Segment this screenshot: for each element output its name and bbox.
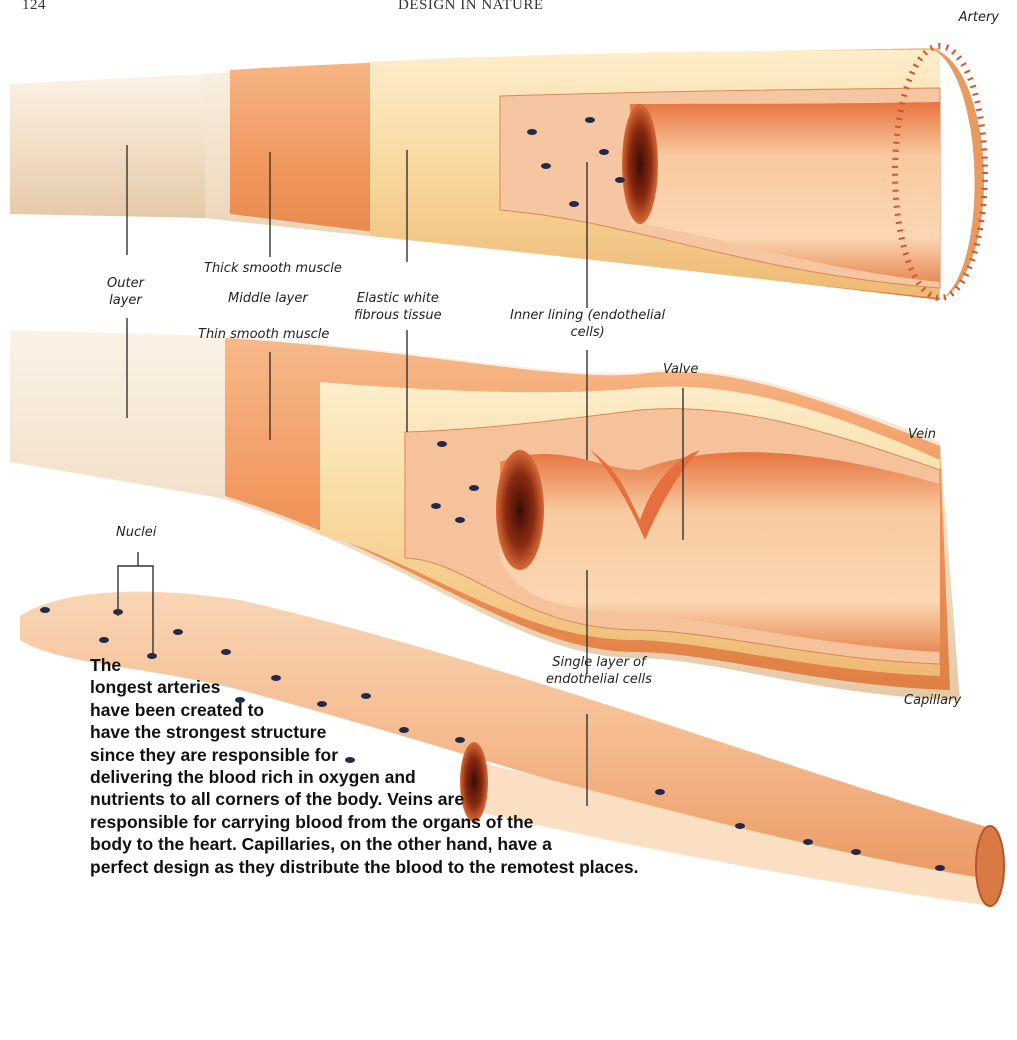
caption: The longest arteries have been created t… [90,654,770,878]
outer-layer-label: Outer layer [107,275,144,309]
caption-line: The [90,654,770,676]
artery-label: Artery [959,9,999,26]
caption-line: have the strongest structure [90,721,770,743]
inner-lining-label: Inner lining (endothelial cells) [510,307,665,341]
artery-drawing [10,46,985,300]
caption-line: longest arteries [90,676,770,698]
caption-line: perfect design as they distribute the bl… [90,856,770,878]
caption-line: nutrients to all corners of the body. Ve… [90,788,770,810]
thin-smooth-muscle-label: Thin smooth muscle [198,326,329,343]
elastic-tissue-label: Elastic white fibrous tissue [354,290,442,324]
thick-smooth-muscle-label: Thick smooth muscle [204,260,342,277]
caption-line: responsible for carrying blood from the … [90,811,770,833]
middle-layer-label: Middle layer [228,290,308,307]
caption-line: since they are responsible for [90,744,770,766]
capillary-label: Capillary [904,692,961,709]
caption-line: have been created to [90,699,770,721]
caption-line: delivering the blood rich in oxygen and [90,766,770,788]
vein-label: Vein [908,426,936,443]
nuclei-label: Nuclei [116,524,156,541]
valve-label: Valve [663,361,698,378]
caption-line: body to the heart. Capillaries, on the o… [90,833,770,855]
